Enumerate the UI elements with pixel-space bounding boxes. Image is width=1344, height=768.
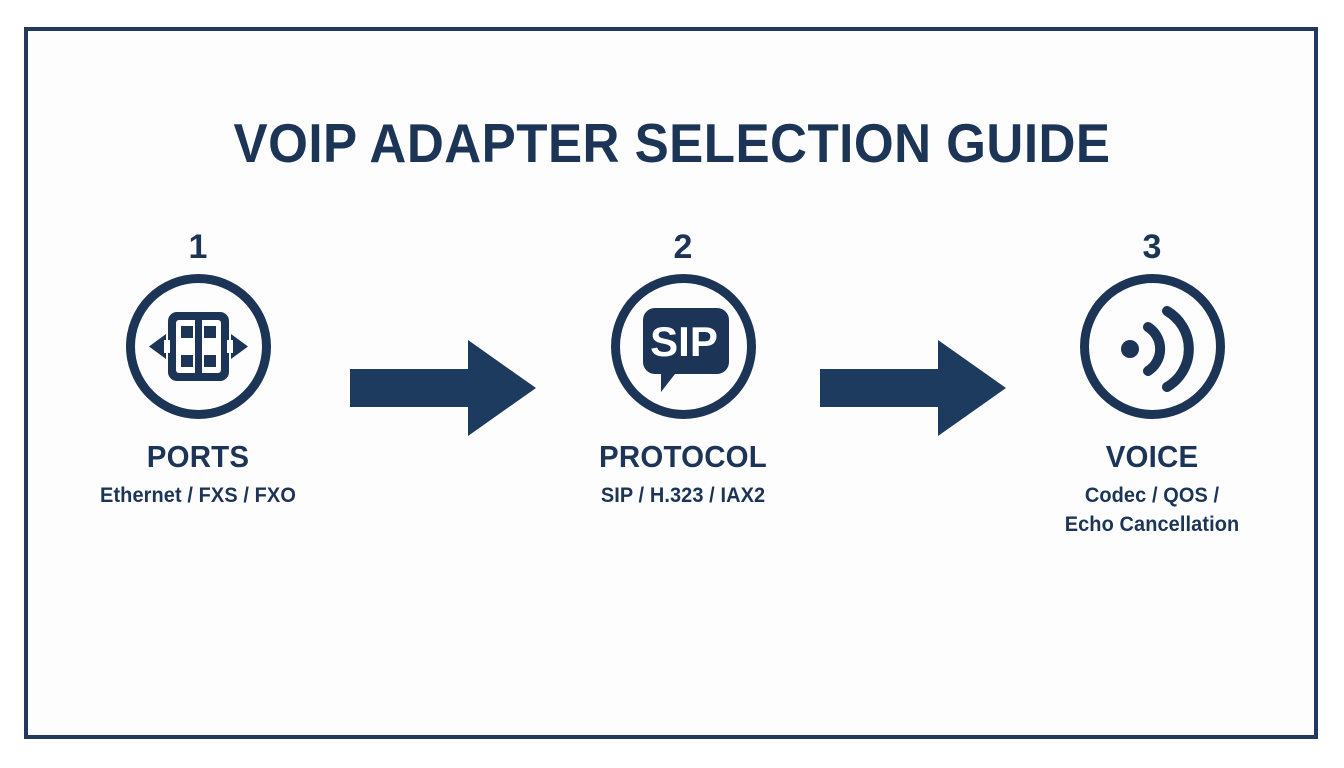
voice-wave-icon [1079,274,1225,419]
arrow-right-icon [350,340,536,436]
step-number-3: 3 [1142,228,1162,266]
sip-speech-bubble-icon: SIP [610,274,756,419]
step-card-protocol: 2 SIP PROTOCOL SIP / H.323 / IAX2 [533,228,833,509]
connector-arrow-2 [820,338,1010,443]
step-desc-ports-line-1: Ethernet / FXS / FXO [100,484,296,507]
step-label-voice: VOICE [1105,439,1199,474]
network-ports-icon [125,274,271,419]
step-label-ports: PORTS [146,439,250,474]
step-desc-protocol-line-1: SIP / H.323 / IAX2 [600,484,766,507]
step-desc-voice-line-1: Codec / QOS / [1084,484,1220,507]
arrow-right-icon [820,340,1006,436]
step-number-1: 1 [188,228,208,266]
step-card-voice: 3 VOICE Codec / QOS / Echo Cancellation [1002,228,1302,538]
step-number-2: 2 [673,228,693,266]
step-card-ports: 1 PORTS Etherne [48,228,348,509]
step-label-protocol: PROTOCOL [599,439,767,474]
step-icon-circle-1 [125,274,271,419]
step-desc-voice-line-2: Echo Cancellation [1064,513,1240,536]
step-icon-circle-3 [1079,274,1225,419]
sip-icon-text: SIP [650,318,718,365]
page-title: VOIP ADAPTER SELECTION GUIDE [233,112,1111,174]
connector-arrow-1 [350,338,540,443]
step-icon-circle-2: SIP [610,274,756,419]
border-frame [24,27,1318,739]
